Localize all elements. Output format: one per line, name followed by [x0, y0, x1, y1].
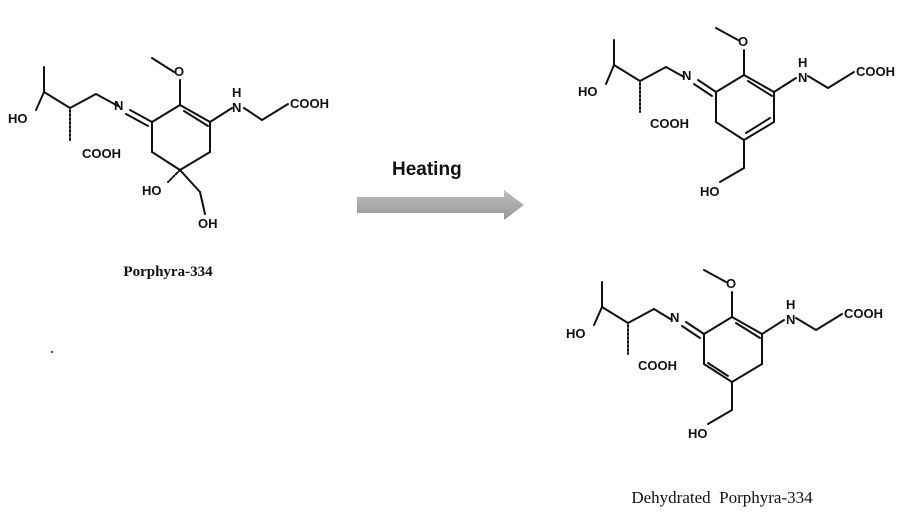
- product-top-structure: [605, 27, 855, 183]
- product-top-cooh-left: COOH: [650, 116, 689, 131]
- product-bottom-amine-n: N: [786, 312, 795, 327]
- product-bottom-ho-chain: HO: [688, 426, 708, 441]
- products-caption: Dehydrated Porphyra-334: [631, 488, 813, 507]
- product-bottom-imine-n: N: [670, 310, 679, 325]
- reactant-cooh-right: COOH: [290, 96, 329, 111]
- product-top-amine-h: H: [798, 55, 807, 70]
- product-bottom-ho: HO: [566, 326, 586, 341]
- reaction-arrow: [357, 190, 524, 220]
- product-bottom-cooh-right: COOH: [844, 306, 883, 321]
- reactant-structure: [35, 57, 289, 215]
- product-top-imine-n: N: [682, 68, 691, 83]
- reactant-ho-ring: HO: [142, 183, 162, 198]
- scan-speck: [50, 350, 54, 354]
- reactant-imine-n: N: [114, 98, 123, 113]
- reactant-oh-chain: OH: [198, 216, 218, 231]
- product-bottom-amine-h: H: [786, 297, 795, 312]
- product-top-ho-chain: HO: [700, 184, 720, 199]
- reactant-name: Porphyra-334: [123, 264, 213, 280]
- reactant-ho-label: HO: [8, 111, 28, 126]
- product-bottom-cooh-left: COOH: [638, 358, 677, 373]
- heating-label: Heating: [392, 159, 462, 180]
- product-bottom-structure: [593, 269, 843, 425]
- product-top-ho: HO: [578, 84, 598, 99]
- product-top-methoxy-o: O: [738, 34, 748, 49]
- product-top-cooh-right: COOH: [856, 64, 895, 79]
- product-top-amine-n: N: [798, 70, 807, 85]
- reactant-cooh-left: COOH: [82, 146, 121, 161]
- product-bottom-methoxy-o: O: [726, 276, 736, 291]
- reactant-amine-h: H: [232, 85, 241, 100]
- reactant-methoxy-o: O: [174, 64, 184, 79]
- reactant-amine-n: N: [232, 100, 241, 115]
